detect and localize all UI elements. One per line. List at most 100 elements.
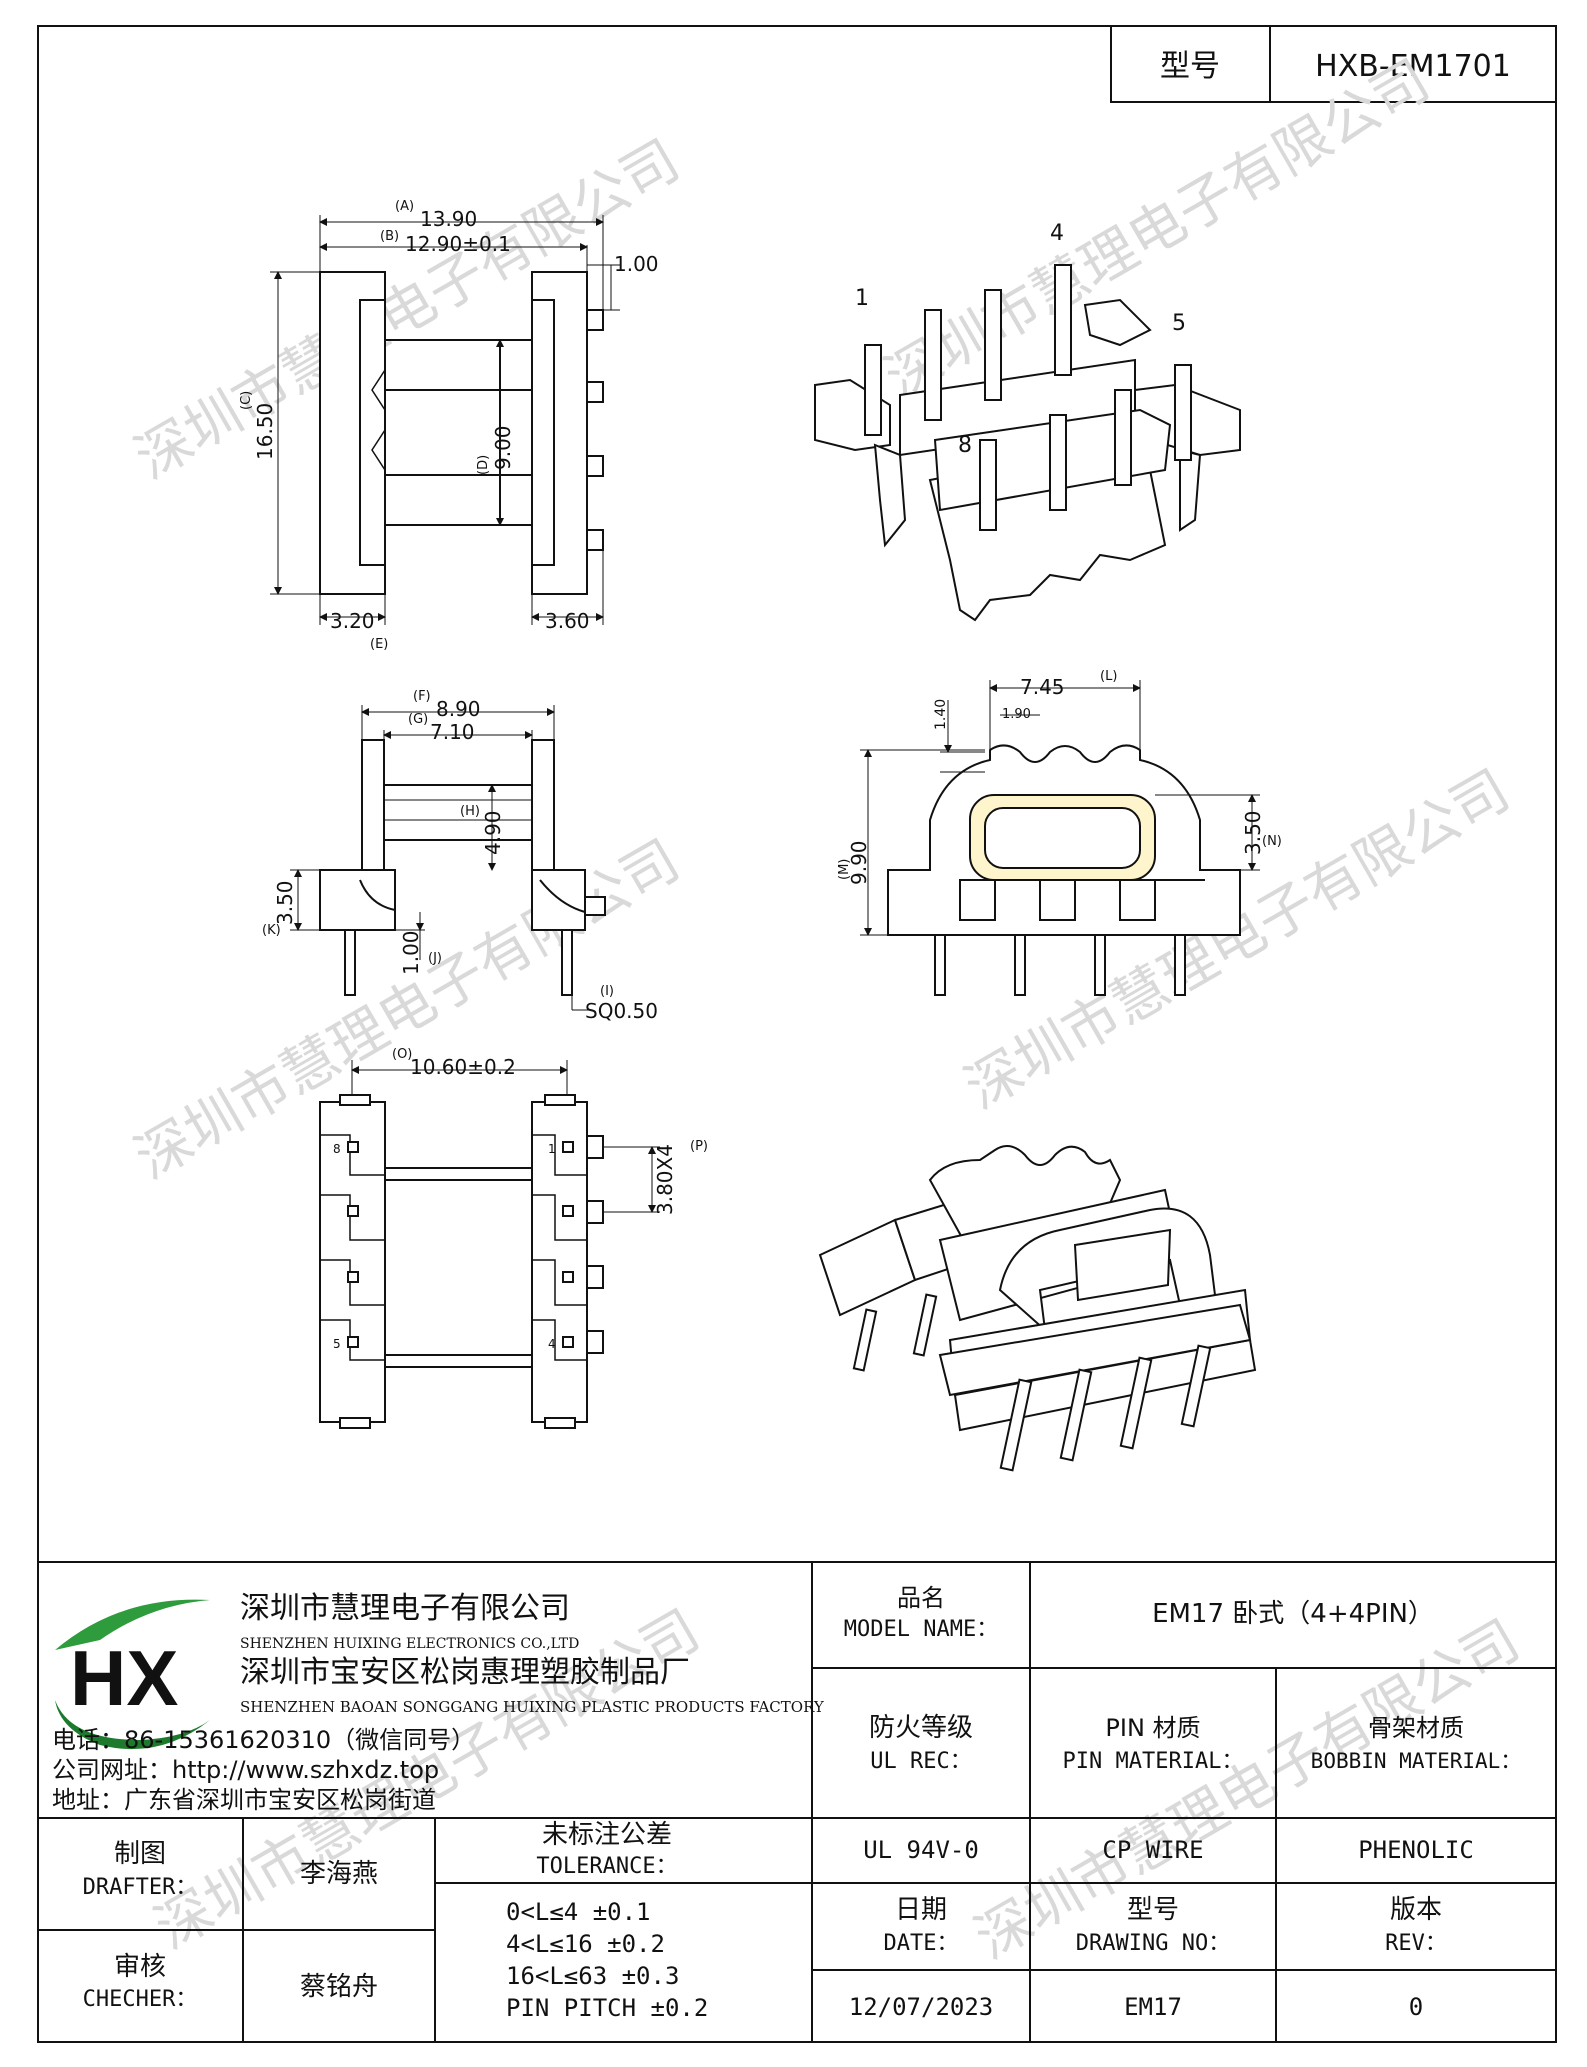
bobbin-material-label-cn: 骨架材质	[1368, 1714, 1464, 1742]
dim-tag-g: (G)	[408, 712, 428, 727]
date-label-en: DATE：	[884, 1931, 959, 1956]
top-view	[270, 215, 620, 625]
iso-view-top	[814, 264, 1241, 622]
top-view-labels: (A) 13.90 (B) 12.90±0.1 1.00 16.50 (C) 9…	[239, 199, 659, 652]
pin-material-label-cn: PIN 材质	[1105, 1714, 1200, 1742]
drawing-border	[37, 25, 1557, 2043]
dim-j-value: 1.00	[399, 930, 423, 975]
bobbin-material-label-en: BOBBIN MATERIAL：	[1311, 1749, 1522, 1773]
company-website: 公司网址：http://www.szhxdz.top	[52, 1756, 439, 1784]
dim-p-value: 3.80X4	[653, 1144, 677, 1215]
dim-tag-j: (J)	[428, 951, 442, 966]
watermark-text: 深圳市慧理电子有限公司	[965, 1608, 1531, 1972]
pin-material-label-en: PIN MATERIAL：	[1063, 1749, 1244, 1774]
iso-pin-label: 1	[855, 286, 869, 311]
dim-k-value: 3.50	[273, 880, 297, 925]
iso-pin-label: 4	[1050, 221, 1064, 246]
rev-label-cn: 版本	[1390, 1895, 1442, 1925]
bottom-pin-label: 5	[333, 1337, 341, 1351]
dim-g-value: 7.10	[430, 720, 475, 744]
model-name-value: EM17 卧式（4+4PIN）	[1152, 1599, 1434, 1629]
bottom-pin-label: 1	[548, 1142, 556, 1156]
dim-tag-c: (C)	[239, 391, 254, 410]
dim-o-value: 10.60±0.2	[410, 1055, 516, 1079]
tolerance-line: 0<L≤4 ±0.1	[506, 1898, 651, 1926]
bobbin-material-value: PHENOLIC	[1358, 1836, 1474, 1864]
company-name-cn: 深圳市慧理电子有限公司	[240, 1591, 570, 1626]
drafter-label-cn: 制图	[114, 1839, 166, 1869]
dim-tag-n: (N)	[1262, 834, 1282, 849]
bottom-view-labels: (O) 10.60±0.2 3.80X4 (P) 1 8 5 4	[333, 1047, 708, 1351]
dim-tag-b: (B)	[380, 229, 399, 244]
dim-tag-k: (K)	[262, 923, 281, 938]
company-phone: 电话：86-15361620310（微信同号）	[52, 1726, 475, 1754]
header-model-value: HXB-EM1701	[1315, 49, 1511, 84]
dim-right-flange: 3.60	[545, 609, 590, 633]
drawing-no-label-cn: 型号	[1127, 1895, 1179, 1925]
iso-pin-label: 8	[958, 433, 972, 458]
end-view	[860, 680, 1260, 996]
title-block	[38, 1561, 1556, 2042]
dim-tag-i: (I)	[600, 984, 614, 999]
iso-view-bottom	[818, 1145, 1257, 1472]
dim-f-value: 8.90	[436, 697, 481, 721]
dim-e-value: 3.20	[330, 609, 375, 633]
dim-a-value: 13.90	[420, 207, 477, 231]
dim-tag-a: (A)	[395, 199, 414, 214]
drawing-no-label-en: DRAWING NO：	[1076, 1931, 1230, 1956]
rev-value: 0	[1409, 1993, 1423, 2021]
dim-m-value: 9.90	[847, 840, 871, 885]
bottom-pin-label: 8	[333, 1142, 341, 1156]
dim-tag-d: (D)	[476, 455, 491, 475]
tolerance-line: PIN PITCH ±0.2	[506, 1994, 708, 2022]
logo-letters: HX	[70, 1634, 178, 1722]
checker-label-cn: 审核	[114, 1952, 166, 1982]
date-value: 12/07/2023	[849, 1993, 994, 2021]
tolerance-label-en: TOLERANCE：	[536, 1854, 677, 1879]
drafter-label-en: DRAFTER：	[83, 1875, 198, 1900]
drawing-no-value: EM17	[1124, 1993, 1182, 2021]
dim-tag-l: (L)	[1100, 669, 1117, 684]
checker-value: 蔡铭舟	[300, 1972, 378, 2002]
dim-h-value: 4.90	[481, 810, 505, 855]
dim-tag-p: (P)	[690, 1139, 708, 1154]
model-name-label-cn: 品名	[897, 1584, 945, 1612]
dim-pin-protrusion: 1.00	[614, 252, 659, 276]
end-view-labels: 7.45 (L) 1.90 1.40 9.90 (M) 3.50 (N)	[837, 669, 1282, 885]
header-model-label: 型号	[1160, 49, 1220, 84]
bottom-view	[319, 1060, 660, 1429]
rev-label-en: REV：	[1385, 1931, 1447, 1956]
drafter-value: 李海燕	[300, 1859, 378, 1889]
checker-label-en: CHECHER：	[83, 1987, 198, 2012]
dim-slot-depth: 1.40	[933, 699, 949, 730]
dim-d-value: 9.00	[491, 425, 515, 470]
tolerance-line: 16<L≤63 ±0.3	[506, 1962, 679, 1990]
ul-rec-label-cn: 防火等级	[869, 1713, 973, 1743]
dim-i-value: SQ0.50	[585, 999, 658, 1023]
tolerance-label-cn: 未标注公差	[542, 1820, 672, 1850]
company-logo: HX	[55, 1599, 210, 1750]
model-name-label-en: MODEL NAME：	[844, 1617, 998, 1642]
dim-tag-h: (H)	[460, 804, 480, 819]
iso-pin-label: 5	[1172, 311, 1186, 336]
tolerance-line: 4<L≤16 ±0.2	[506, 1930, 665, 1958]
factory-name-en: SHENZHEN BAOAN SONGGANG HUIXING PLASTIC …	[240, 1698, 825, 1716]
side-view-labels: (F) 8.90 (G) 7.10 (H) 4.90 3.50 (K) 1.00…	[262, 689, 658, 1023]
dim-b-value: 12.90±0.1	[405, 232, 511, 256]
dim-tag-o: (O)	[392, 1047, 412, 1062]
dim-tag-m: (M)	[837, 859, 852, 880]
pin-material-value: CP WIRE	[1102, 1836, 1203, 1864]
dim-n-value: 3.50	[1241, 810, 1265, 855]
company-name-en: SHENZHEN HUIXING ELECTRONICS CO.,LTD	[240, 1636, 579, 1652]
bottom-pin-label: 4	[548, 1337, 556, 1351]
dim-tag-e: (E)	[370, 637, 388, 652]
company-info: 深圳市慧理电子有限公司 SHENZHEN HUIXING ELECTRONICS…	[52, 1591, 825, 1814]
dim-l-value: 7.45	[1020, 675, 1065, 699]
date-label-cn: 日期	[895, 1895, 947, 1925]
dim-tag-f: (F)	[413, 689, 431, 704]
ul-rec-value: UL 94V-0	[863, 1836, 979, 1864]
side-view	[290, 705, 606, 1011]
dim-slot-width: 1.90	[1002, 707, 1031, 722]
iso-view-top-labels: 1 4 5 8	[855, 221, 1186, 458]
